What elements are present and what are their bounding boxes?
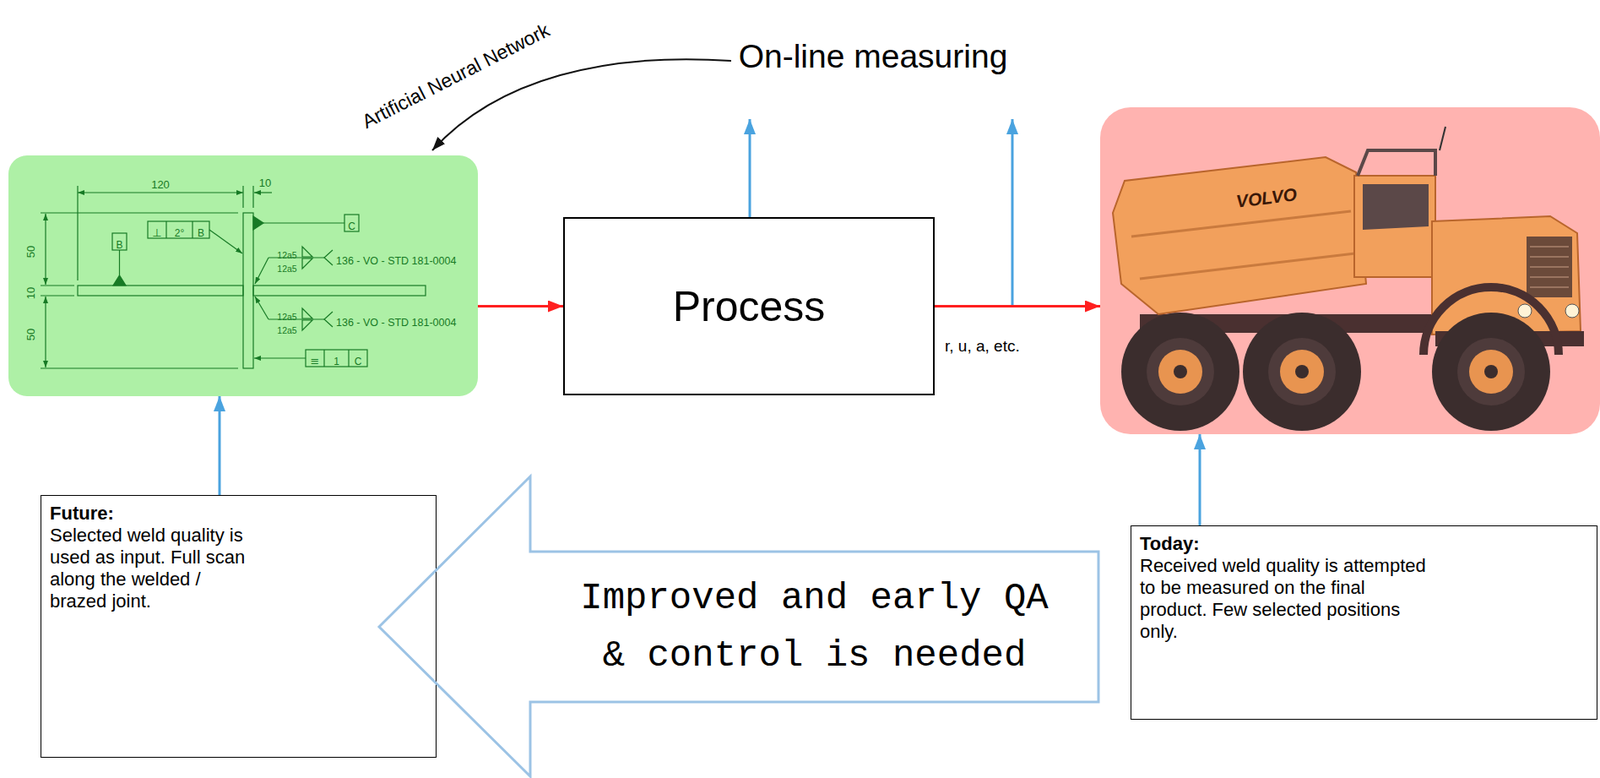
dimension-text: 10: [25, 287, 37, 299]
wheel: [1242, 312, 1362, 431]
drawing-panel-ground: [8, 155, 478, 396]
datum-letter: B: [197, 227, 205, 239]
rim: [1280, 349, 1324, 394]
dimension-line: [254, 191, 272, 193]
datum-triangle: [113, 275, 126, 286]
hub: [1295, 364, 1309, 379]
tolerance-symbol: ≡: [310, 355, 320, 367]
tolerance-value: 2°: [174, 227, 185, 239]
annotation-text: On-line measuring: [738, 39, 1009, 73]
annotation-text: Artificial Neural Network: [358, 20, 553, 132]
product-panel-ground: [1100, 107, 1600, 434]
hub: [1484, 364, 1498, 379]
antenna: [1439, 126, 1446, 151]
datum-frame: [112, 233, 127, 250]
rim: [1158, 349, 1203, 394]
hollow-arrow: Improved and early QA & control is neede…: [377, 474, 1101, 778]
weld-size: 12a5: [276, 264, 297, 274]
tolerance-leader: [254, 357, 306, 358]
measurement-arrow: [748, 119, 752, 217]
weld-tail: [324, 311, 333, 327]
cab-frame: [1357, 150, 1436, 176]
process-flow-arrow: [477, 304, 564, 308]
tyre: [1242, 312, 1362, 431]
process-label: Process: [672, 282, 826, 331]
datum-triangle: [253, 216, 264, 230]
tolerance-frame-divider: [166, 221, 193, 239]
brand-text: VOLVO: [1235, 184, 1298, 211]
note-body: Received weld quality is attempted to be…: [1139, 554, 1427, 643]
truck-cab: [1354, 175, 1436, 277]
weld-drawing: [40, 185, 426, 369]
fillet-weld-symbol: [302, 246, 313, 269]
feedback-arrow: [1198, 433, 1202, 526]
note-heading: Future:: [49, 502, 261, 525]
weld-tail: [324, 249, 333, 266]
weld-standard: 136 - VO - STD 181-0004: [336, 255, 456, 267]
dimension-line: [44, 213, 46, 285]
note-heading: Today:: [1139, 532, 1427, 555]
note-box: Today:Received weld quality is attempted…: [1130, 525, 1598, 720]
datum-letter: B: [115, 239, 123, 250]
datum-frame: [344, 214, 359, 232]
dimension-text: 50: [25, 245, 37, 258]
web-plate: [243, 212, 254, 369]
hollow-arrow-outline: [379, 476, 1099, 776]
tyre-inner: [1146, 337, 1215, 406]
tyre-inner: [1268, 337, 1336, 406]
wheel: [1431, 312, 1551, 431]
rim: [1469, 349, 1514, 394]
weld-arrow: [254, 296, 269, 320]
extension-line: [40, 185, 254, 369]
arrow-message: Improved and early QA & control is neede…: [567, 569, 1062, 684]
hollow-arrow-outline: [377, 474, 1101, 778]
dimension-text: 50: [25, 328, 37, 341]
tolerance-frame-divider: [324, 349, 349, 367]
weld-size: 12a5: [276, 250, 297, 261]
datum-letter: C: [347, 221, 356, 232]
weld-arrow: [254, 257, 269, 284]
dimension-line: [77, 191, 244, 193]
tyre-inner: [1457, 337, 1525, 406]
flange-plate: [77, 285, 244, 296]
datum-leader: [263, 222, 345, 223]
datum-leader: [119, 249, 120, 276]
weld-size: 12a5: [276, 325, 297, 336]
dump-body-rib: [1131, 211, 1356, 279]
tyre: [1431, 312, 1551, 431]
weld-standard: 136 - VO - STD 181-0004: [336, 317, 456, 329]
signal-label: r, u, a, etc.: [943, 336, 1022, 353]
tolerance-symbol: ⊥: [151, 227, 162, 239]
hub: [1173, 364, 1188, 379]
truck-grille: [1526, 236, 1573, 298]
note-body: Selected weld quality is used as input. …: [49, 524, 261, 613]
dimension-text: 10: [259, 177, 272, 189]
datum-letter: C: [354, 356, 363, 367]
headlight: [1518, 303, 1532, 318]
weld-size: 12a5: [276, 312, 297, 322]
dimension-line: [44, 296, 46, 368]
dimension-text: 120: [151, 178, 170, 190]
product-panel: VOLVO: [1100, 107, 1600, 434]
tolerance-frame: [147, 221, 210, 239]
headlight: [1565, 303, 1579, 318]
tyre: [1121, 312, 1240, 431]
process-flow-arrow: [934, 304, 1101, 308]
grille-slats: [1529, 246, 1569, 288]
drawing-panel: 120 10 50 10 50 B ⊥ 2° B C 12a5 12a5 136 - VO - STD …: [8, 155, 478, 396]
fillet-weld-symbol: [302, 308, 313, 331]
cab-window: [1362, 184, 1429, 230]
process-box: Process: [563, 216, 935, 396]
note-box: Future:Selected weld quality is used as …: [40, 494, 437, 758]
measurement-arrow: [1011, 119, 1015, 305]
tolerance-frame: [305, 349, 368, 367]
tolerance-leader: [209, 229, 243, 254]
flange-plate: [253, 285, 426, 296]
dump-body: [1112, 157, 1367, 315]
feedback-arrow: [218, 395, 222, 495]
truck-illustration: [1112, 126, 1584, 431]
tolerance-value: 1: [333, 356, 340, 367]
wheel: [1121, 312, 1240, 431]
